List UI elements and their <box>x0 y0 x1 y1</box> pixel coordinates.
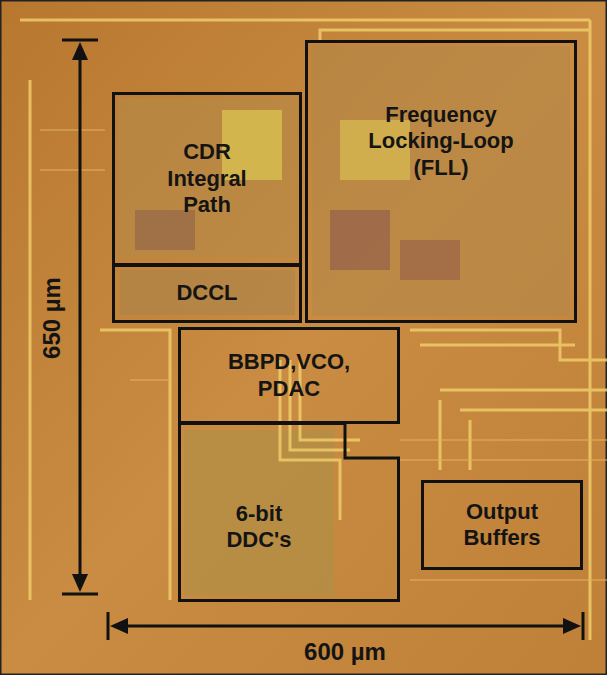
circuit-block: 6-bit DDC's <box>178 422 400 602</box>
block-label: BBPD,VCO, PDAC <box>209 349 369 402</box>
dimension-label: 650 µm <box>38 277 66 359</box>
circuit-block: Output Buffers <box>421 480 583 570</box>
circuit-block: Frequency Locking-Loop (FLL) <box>305 40 577 323</box>
block-label: DCCL <box>176 280 237 306</box>
block-label: Output Buffers <box>437 499 567 552</box>
dimension-label: 600 µm <box>304 638 386 666</box>
block-label: CDR Integral Path <box>142 139 272 218</box>
block-outline <box>178 422 400 602</box>
circuit-block: CDR Integral Path <box>112 92 302 266</box>
circuit-block: DCCL <box>112 264 302 323</box>
circuit-block: BBPD,VCO, PDAC <box>178 327 400 424</box>
block-label: Frequency Locking-Loop (FLL) <box>351 102 531 181</box>
block-label: 6-bit DDC's <box>209 501 309 554</box>
